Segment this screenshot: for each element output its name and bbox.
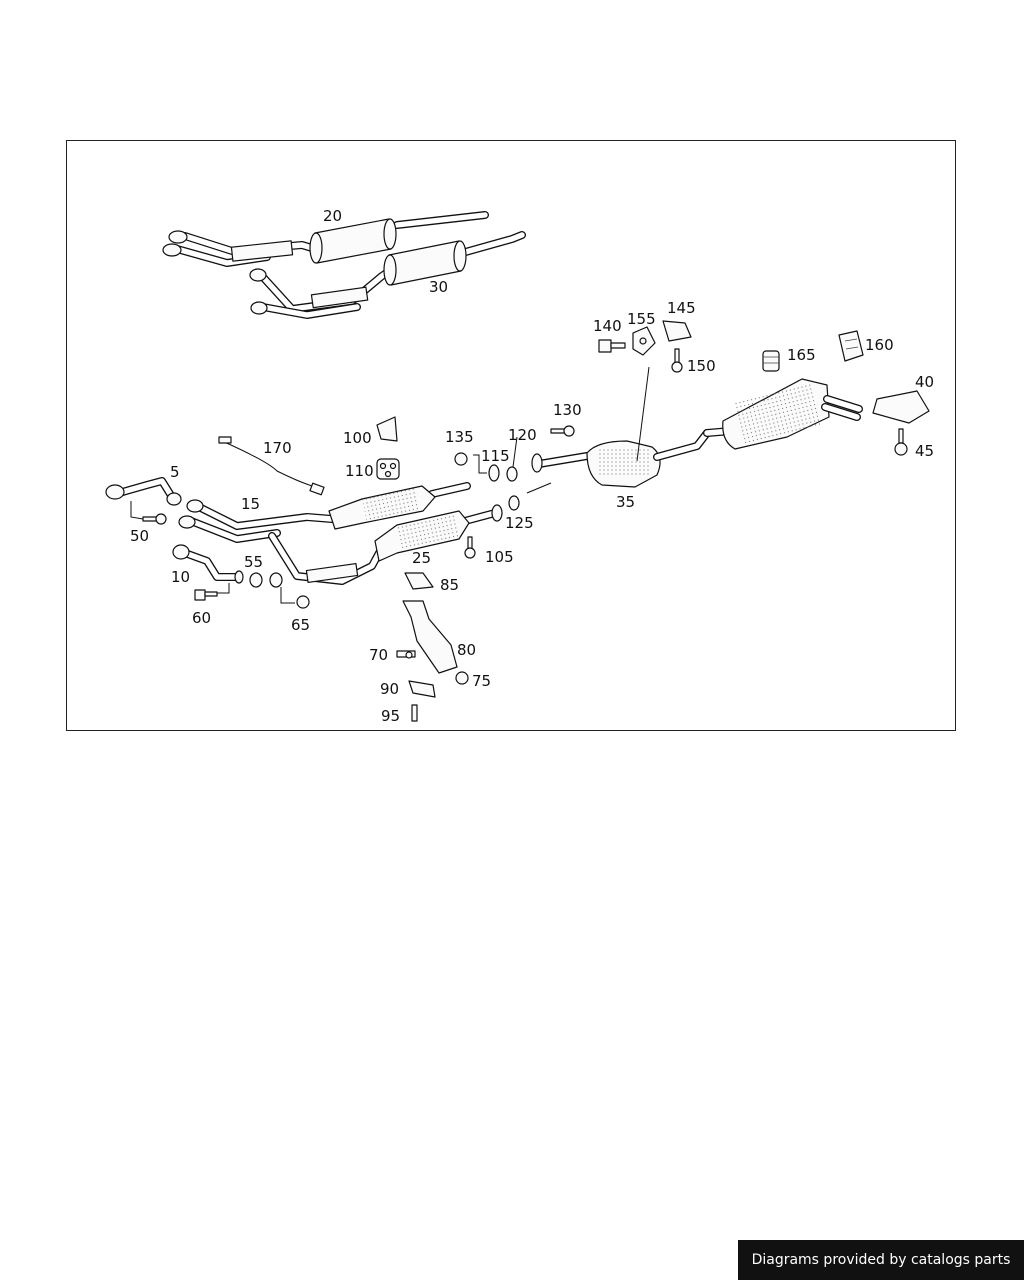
- part-140-bolt: [598, 339, 626, 353]
- part-155-hanger: [632, 326, 656, 356]
- callout-35: 35: [616, 493, 635, 511]
- callout-145: 145: [667, 299, 696, 317]
- part-15-catalytic-converter-pipe: [178, 482, 471, 543]
- callout-75: 75: [472, 672, 491, 690]
- part-50-bolt: [130, 501, 167, 525]
- part-130-bolt: [550, 425, 575, 437]
- part-45-bolt: [894, 428, 908, 456]
- callout-labels: 5 10 15 20 25 30 35 40 45 50 55 60 65 70…: [130, 207, 934, 725]
- callout-170: 170: [263, 439, 292, 457]
- part-20-front-pipe-with-resonator: [162, 211, 489, 267]
- part-145-bracket: [662, 320, 692, 342]
- part-10-pipe-elbow: [172, 544, 244, 584]
- part-5-pipe-elbow: [105, 477, 182, 506]
- part-55-clamp: [249, 572, 283, 588]
- callout-15: 15: [241, 495, 260, 513]
- callout-20: 20: [323, 207, 342, 225]
- part-165-rubber-mount: [762, 350, 780, 372]
- callout-105: 105: [485, 548, 514, 566]
- callout-25: 25: [412, 549, 431, 567]
- part-125-ring: [508, 482, 552, 511]
- part-100-bracket: [376, 416, 398, 442]
- part-105-bolt: [464, 536, 476, 559]
- callout-150: 150: [687, 357, 716, 375]
- exhaust-system-diagram: 5 10 15 20 25 30 35 40 45 50 55 60 65 70…: [66, 140, 956, 731]
- callout-115: 115: [481, 447, 510, 465]
- callout-165: 165: [787, 346, 816, 364]
- part-95-bolt: [411, 704, 418, 722]
- part-115-gasket: [473, 454, 500, 482]
- part-35-center-muffler: [531, 366, 711, 488]
- callout-50: 50: [130, 527, 149, 545]
- callout-130: 130: [553, 401, 582, 419]
- part-75-nut: [455, 671, 469, 685]
- callout-30: 30: [429, 278, 448, 296]
- part-70-clip: [396, 650, 416, 659]
- callout-95: 95: [381, 707, 400, 725]
- diagram-credit-badge: Diagrams provided by catalogs parts: [738, 1240, 1024, 1280]
- part-60-nut: [194, 583, 230, 601]
- exploded-parts-view: 5 10 15 20 25 30 35 40 45 50 55 60 65 70…: [105, 207, 934, 725]
- callout-70: 70: [369, 646, 388, 664]
- callout-65: 65: [291, 616, 310, 634]
- callout-90: 90: [380, 680, 399, 698]
- callout-5: 5: [170, 463, 180, 481]
- part-150-bolt: [671, 348, 683, 373]
- callout-10: 10: [171, 568, 190, 586]
- part-90-clip: [408, 680, 436, 698]
- part-110-rubber-mount: [376, 458, 400, 480]
- callout-140: 140: [593, 317, 622, 335]
- part-85-bracket: [404, 572, 434, 590]
- callout-85: 85: [440, 576, 459, 594]
- callout-135: 135: [445, 428, 474, 446]
- callout-55: 55: [244, 553, 263, 571]
- callout-110: 110: [345, 462, 374, 480]
- callout-120: 120: [508, 426, 537, 444]
- part-135-nut: [454, 452, 468, 466]
- part-80-bracket: [402, 600, 458, 674]
- part-65-bolt: [280, 587, 310, 609]
- callout-125: 125: [505, 514, 534, 532]
- part-170-oxygen-sensor: [218, 436, 325, 496]
- callout-160: 160: [865, 336, 894, 354]
- part-40-rear-muffler: [703, 378, 930, 450]
- part-25-catalytic-converter-pipe: [268, 504, 503, 585]
- callout-80: 80: [457, 641, 476, 659]
- callout-155: 155: [627, 310, 656, 328]
- part-120-ring: [506, 436, 518, 482]
- part-30-front-pipe-with-resonator: [249, 231, 526, 319]
- callout-100: 100: [343, 429, 372, 447]
- part-160-clamp: [838, 330, 864, 362]
- callout-45: 45: [915, 442, 934, 460]
- callout-60: 60: [192, 609, 211, 627]
- callout-40: 40: [915, 373, 934, 391]
